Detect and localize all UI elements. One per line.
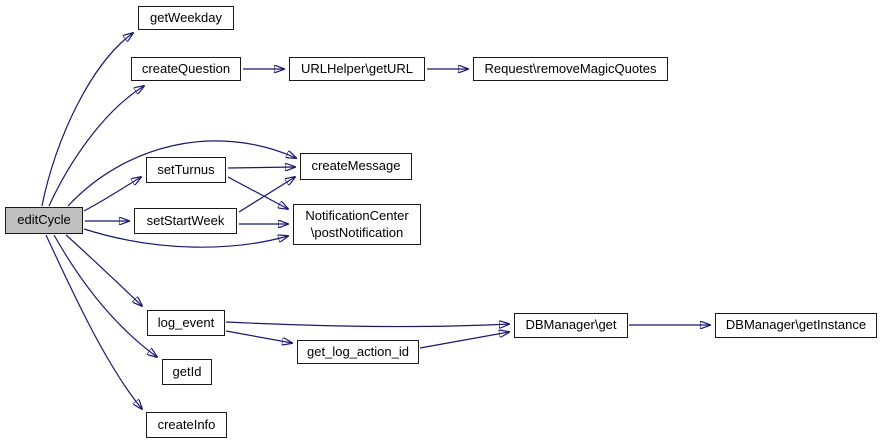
edge-setturnus-postnotification — [227, 176, 288, 209]
node-dbmanager-get-label: DBManager\get — [525, 317, 617, 333]
edge-getlogactionid-dbget — [419, 332, 509, 349]
edge-editcycle-logevent — [65, 234, 142, 306]
node-createquestion-label: createQuestion — [141, 60, 231, 76]
node-editcycle: editCycle — [5, 207, 83, 234]
node-request-removemagicquotes-label: Request\removeMagicQuotes — [484, 60, 657, 76]
node-dbmanager-getinstance[interactable]: DBManager\getInstance — [715, 313, 877, 338]
node-log-event-label: log_event — [157, 314, 215, 330]
node-urlhelper-geturl[interactable]: URLHelper\getURL — [289, 57, 425, 81]
edge-setturnus-createmessage — [227, 167, 295, 168]
node-setstartweek-label: setStartWeek — [146, 212, 225, 228]
node-getweekday-label: getWeekday — [149, 9, 223, 25]
node-setstartweek[interactable]: setStartWeek — [134, 208, 237, 234]
edge-editcycle-createquestion — [48, 86, 144, 207]
edge-logevent-dbget — [225, 322, 509, 326]
node-editcycle-label: editCycle — [17, 212, 71, 228]
edge-editcycle-setturnus — [83, 177, 141, 212]
edge-setstartweek-createmessage — [238, 177, 295, 213]
edge-editcycle-postnotification — [83, 228, 288, 248]
node-createquestion[interactable]: createQuestion — [131, 57, 241, 81]
edge-editcycle-getid — [53, 234, 157, 357]
node-createinfo-label: createInfo — [157, 416, 216, 432]
node-request-removemagicquotes[interactable]: Request\removeMagicQuotes — [473, 57, 668, 81]
node-createmessage-label: createMessage — [311, 158, 401, 174]
node-getid-label: getId — [172, 363, 202, 379]
node-getweekday[interactable]: getWeekday — [138, 6, 234, 30]
edge-editcycle-createmessage — [67, 140, 296, 207]
edge-editcycle-createinfo — [45, 234, 142, 409]
node-createmessage[interactable]: createMessage — [300, 153, 412, 180]
node-createinfo[interactable]: createInfo — [146, 412, 227, 438]
node-notificationcenter-postnotification[interactable]: NotificationCenter \postNotification — [293, 204, 421, 245]
node-setturnus-label: setTurnus — [157, 161, 215, 177]
node-get-log-action-id-label: get_log_action_id — [307, 343, 409, 359]
node-getid[interactable]: getId — [162, 359, 212, 385]
edge-logevent-getlogactionid — [225, 330, 292, 343]
node-log-event[interactable]: log_event — [147, 310, 225, 336]
edge-editcycle-getweekday — [41, 33, 133, 207]
node-urlhelper-geturl-label: URLHelper\getURL — [301, 60, 413, 76]
node-dbmanager-get[interactable]: DBManager\get — [514, 313, 628, 338]
node-notificationcenter-postnotification-label: NotificationCenter \postNotification — [305, 207, 409, 240]
node-setturnus[interactable]: setTurnus — [146, 157, 226, 183]
node-get-log-action-id[interactable]: get_log_action_id — [297, 340, 419, 364]
node-dbmanager-getinstance-label: DBManager\getInstance — [725, 317, 867, 333]
